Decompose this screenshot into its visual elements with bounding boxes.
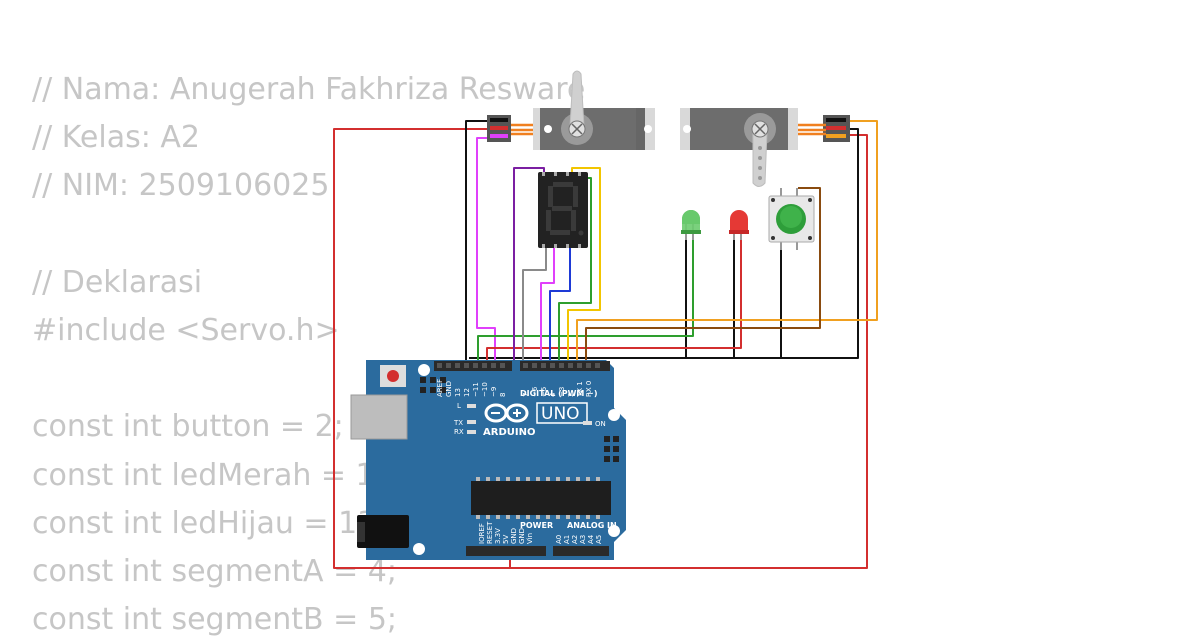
pin-label: 13: [454, 388, 462, 397]
pin-label: 4: [549, 392, 557, 397]
code-line: // NIM: 2509106025: [32, 168, 330, 204]
pin-label: ~5: [540, 387, 548, 397]
pin-label: A0: [555, 535, 563, 544]
wire-brown-button[interactable]: [585, 187, 821, 364]
code-line: const int segmentA = 4;: [32, 553, 397, 589]
rx-led-label: RX: [454, 428, 464, 436]
board-model-label: UNO: [541, 404, 580, 424]
pin-label: RX 0: [585, 381, 593, 397]
seven-segment-display[interactable]: [538, 172, 588, 248]
power-label: POWER: [520, 521, 553, 530]
pin-label: ~3: [558, 387, 566, 397]
led-red[interactable]: [729, 210, 749, 240]
wire-magenta-servo-signal[interactable]: [476, 137, 496, 364]
pin-label: 5V: [502, 535, 510, 544]
pin-label: AREF: [436, 379, 444, 397]
tx-led-label: TX: [453, 419, 463, 427]
pin-label: 3.3V: [494, 528, 502, 544]
circuit-diagram: UNO ARDUINO DIGITAL (PWM ~) POWER ANALOG…: [333, 70, 878, 569]
arduino-uno-board[interactable]: UNO ARDUINO DIGITAL (PWM ~) POWER ANALOG…: [350, 360, 626, 560]
pin-label: GND: [510, 528, 518, 544]
wire-yellow-seg[interactable]: [567, 167, 601, 364]
pin-label: 7: [522, 393, 530, 397]
wire-magenta-seg[interactable]: [540, 243, 555, 364]
pin-label: A4: [587, 534, 595, 544]
code-line: // Kelas: A2: [32, 120, 200, 156]
board-brand-label: ARDUINO: [483, 427, 535, 438]
dc-jack: [357, 515, 409, 548]
wire-blue-seg[interactable]: [549, 243, 571, 364]
code-background: // Nama: Anugerah Fakhriza Resware // Kel…: [32, 66, 585, 644]
push-button[interactable]: [768, 188, 815, 250]
code-line: // Deklarasi: [32, 264, 203, 300]
servo-left[interactable]: [487, 70, 655, 150]
code-line: const int button = 2;: [32, 409, 344, 445]
pin-label: ~9: [490, 387, 498, 397]
l-led-label: L: [457, 402, 461, 410]
on-label: ON: [595, 420, 606, 428]
pin-label: A3: [579, 535, 587, 544]
pin-label: Vin: [526, 533, 534, 544]
wire-orange-servo-right[interactable]: [576, 120, 878, 364]
pin-label: A5: [595, 535, 603, 544]
wire-purple-seg[interactable]: [513, 167, 545, 364]
pin-label: ~6: [531, 386, 539, 397]
wire-gray-seg[interactable]: [522, 243, 547, 364]
pin-label: 8: [499, 393, 507, 397]
digital-header-label: DIGITAL (PWM ~): [520, 389, 598, 398]
microcontroller-chip: [471, 481, 611, 515]
pin-label: GND: [445, 381, 453, 397]
led-green[interactable]: [681, 210, 701, 240]
pin-label: A2: [571, 535, 579, 544]
wires: [333, 120, 878, 569]
wire-black-gnd-leds[interactable]: [469, 128, 859, 359]
analog-label: ANALOG IN: [567, 521, 617, 530]
wire-red-led[interactable]: [486, 238, 742, 364]
pin-label: 12: [463, 388, 471, 397]
pin-label: RESET: [486, 521, 494, 544]
code-line: #include <Servo.h>: [32, 312, 340, 348]
wire-black-gnd-servo-left[interactable]: [465, 120, 490, 364]
pin-label: TX 1: [576, 381, 584, 398]
code-line: // Nama: Anugerah Fakhriza Resware: [32, 72, 586, 107]
pin-label: A1: [563, 535, 571, 544]
pin-label: ~11: [472, 382, 480, 397]
pin-label: ~10: [481, 382, 489, 397]
arduino-logo-icon: [484, 403, 529, 423]
pin-label: GND: [518, 528, 526, 544]
pin-label: 2: [567, 393, 575, 397]
usb-port: [350, 394, 408, 440]
servo-right[interactable]: [680, 108, 850, 187]
pin-label: IOREF: [478, 523, 486, 544]
